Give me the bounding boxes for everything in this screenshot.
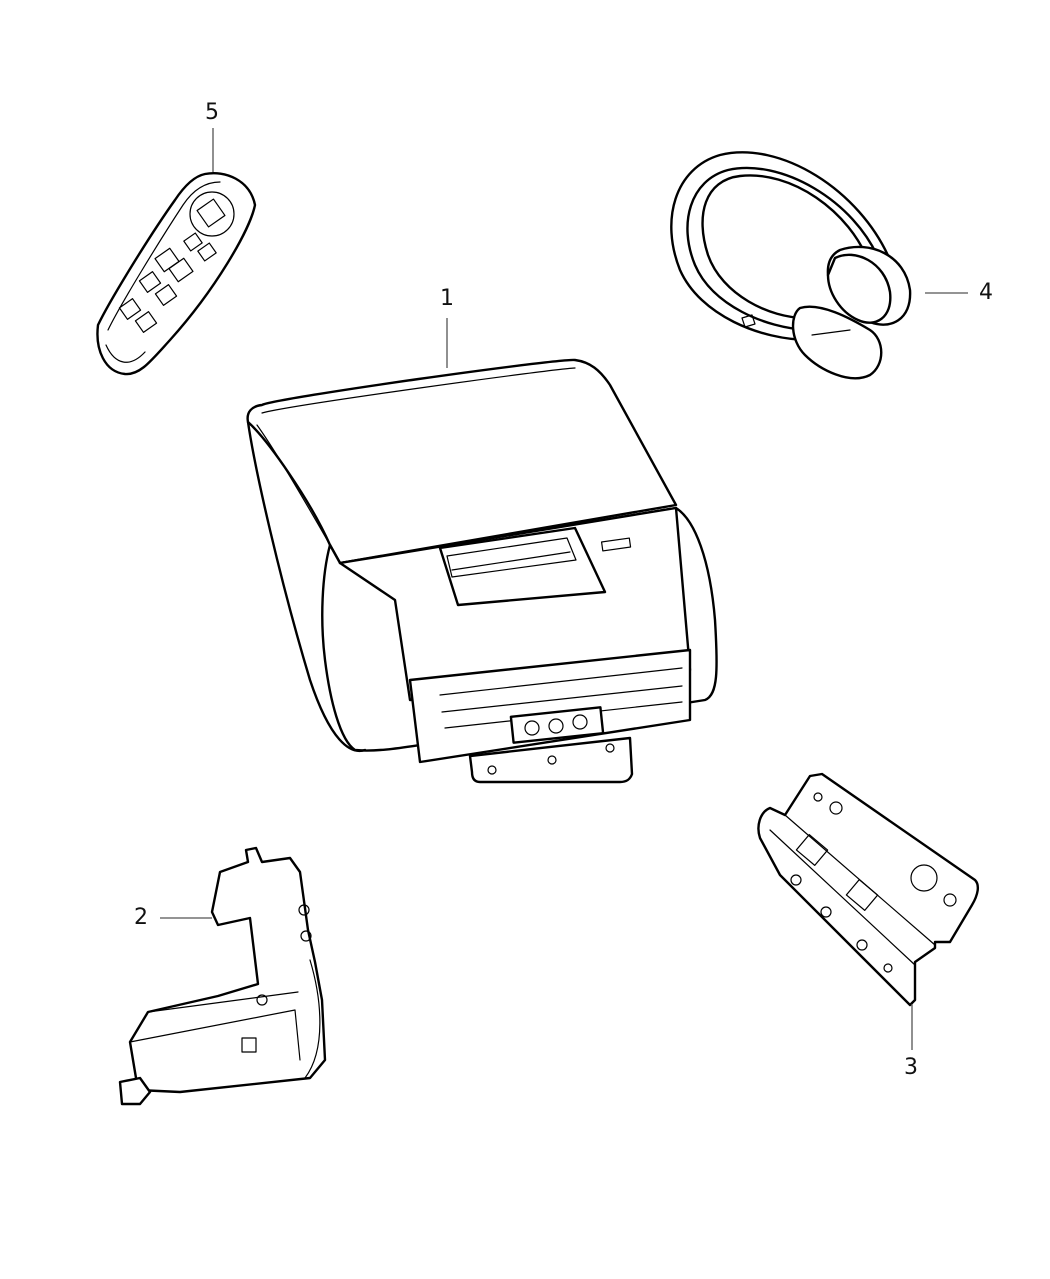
callout-5-label: 5 [205,100,219,125]
callout-3-label: 3 [904,1055,918,1080]
callout-2-label: 2 [134,905,148,930]
headphones-drawing [670,151,968,380]
mounting-bracket-drawing [118,846,327,1106]
remote-control-drawing [96,128,257,376]
overhead-monitor-drawing [246,318,718,784]
callout-4-label: 4 [979,280,993,305]
hinge-bracket-drawing [757,772,980,1050]
callout-1-label: 1 [440,286,454,311]
